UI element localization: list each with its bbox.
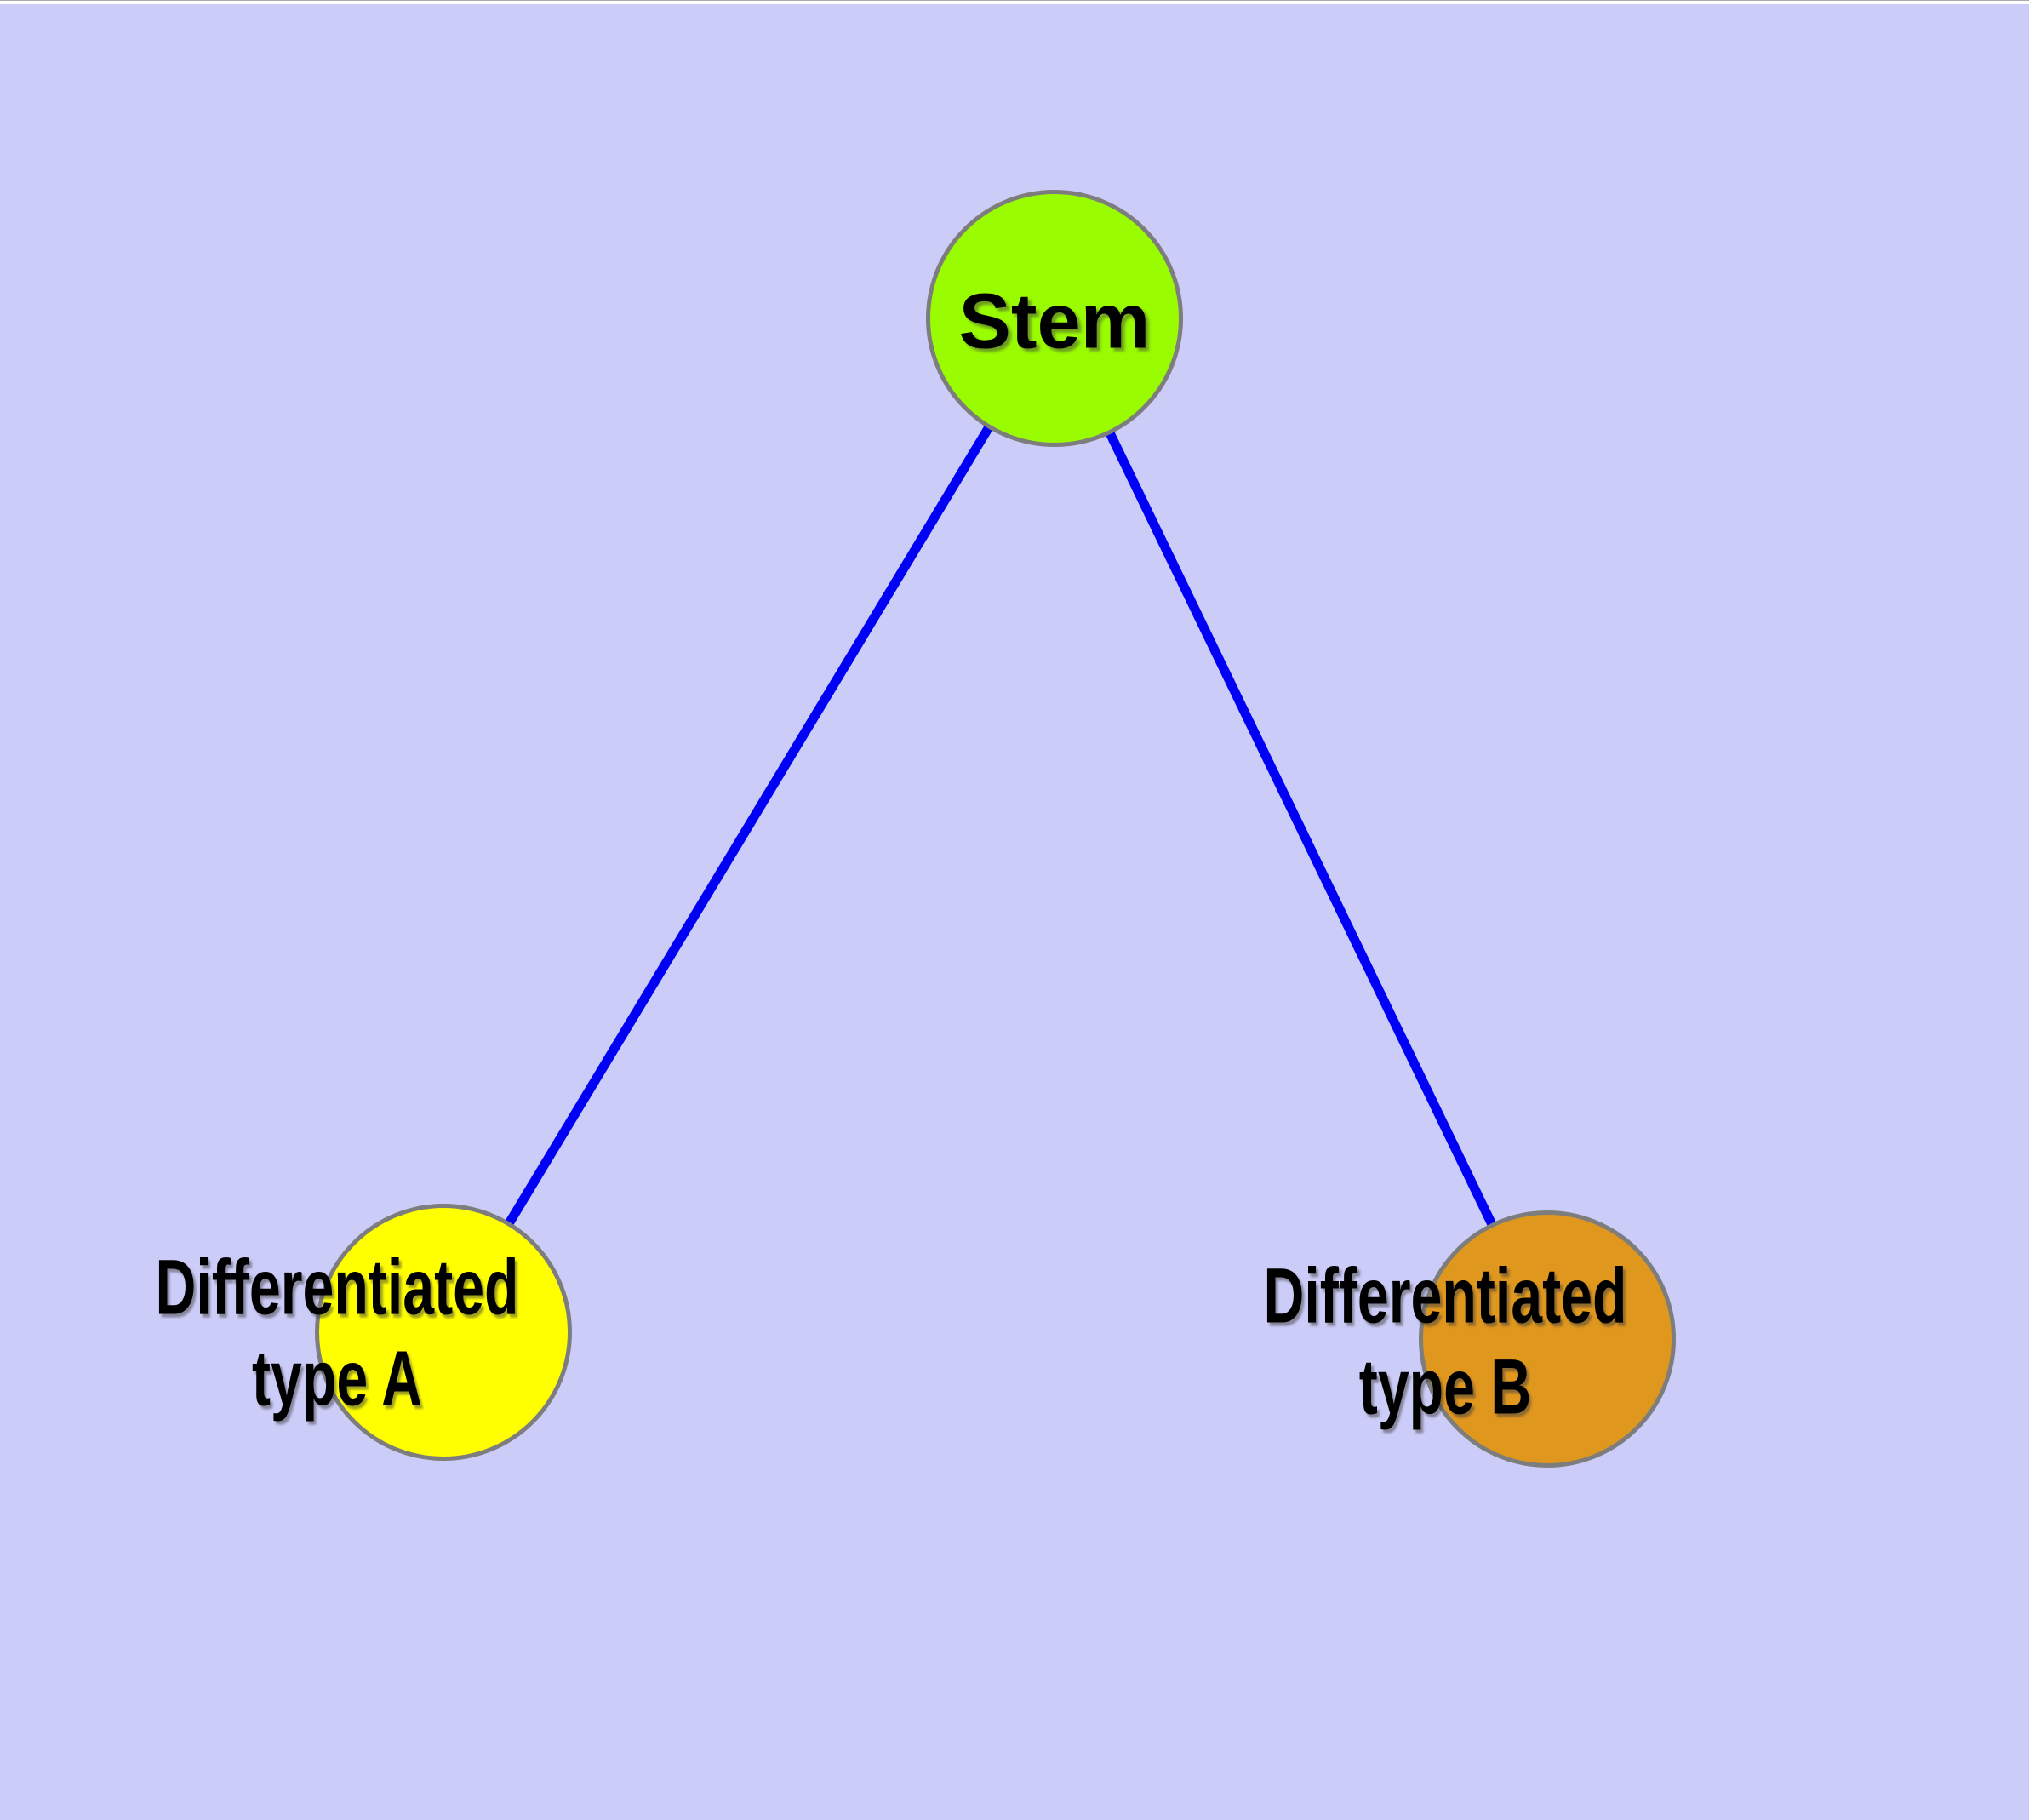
node-differentiated-type-b-circle	[1419, 1210, 1676, 1468]
node-stem-circle	[926, 190, 1183, 447]
edge-stem-to-type-a	[439, 316, 1059, 1335]
node-label-stem: Stem	[959, 277, 1151, 368]
node-label-differentiated-type-a: Differentiated type A	[85, 1242, 590, 1423]
top-hairline	[0, 0, 2029, 1]
node-label-stem-text: Stem	[958, 278, 1151, 365]
edge-stem-to-type-b	[1050, 316, 1552, 1342]
node-differentiated-type-a-circle	[315, 1204, 572, 1461]
node-label-differentiated-type-b: Differentiated type B	[1193, 1251, 1698, 1432]
node-label-type-b-text: Differentiated type B	[1263, 1252, 1627, 1430]
node-label-type-a-text: Differentiated type A	[155, 1244, 519, 1422]
